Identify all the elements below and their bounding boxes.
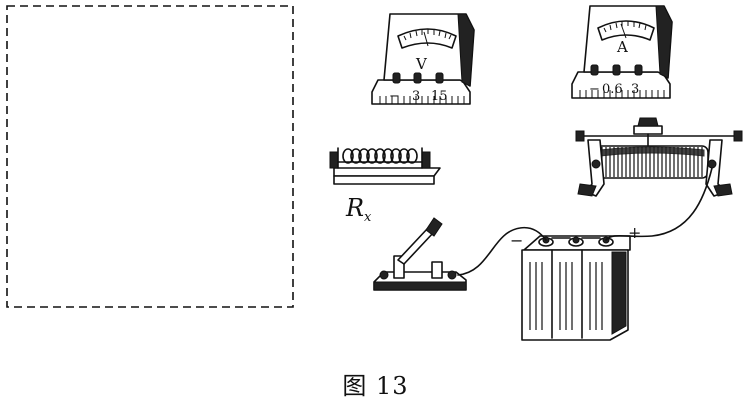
wires	[457, 167, 713, 276]
rheostat	[575, 117, 743, 197]
voltmeter-terminal-15: 15	[431, 89, 448, 104]
voltmeter: V − 3 15	[371, 13, 475, 105]
ammeter-symbol: A	[616, 38, 628, 56]
figure-caption: 图 13	[342, 372, 409, 400]
resistor-label: R	[345, 194, 364, 222]
ammeter-terminal-neg: −	[589, 82, 600, 97]
voltmeter-symbol: V	[415, 55, 428, 73]
resistor-label-subscript: x	[364, 210, 372, 225]
ammeter-terminals	[590, 64, 643, 76]
battery-positive-label: +	[628, 223, 641, 242]
battery	[521, 235, 631, 341]
resistor-rx	[329, 147, 441, 185]
voltmeter-terminal-neg: −	[389, 89, 400, 104]
ammeter-terminal-0.6: 0.6	[602, 82, 623, 97]
switch	[373, 217, 467, 291]
voltmeter-terminal-3: 3	[412, 89, 420, 104]
voltmeter-terminals	[392, 72, 444, 84]
battery-negative-label: −	[510, 231, 523, 250]
circuit-drawing-box	[6, 5, 294, 308]
ammeter-terminal-3: 3	[631, 82, 639, 97]
ammeter: A − 0.6 3	[571, 5, 673, 99]
